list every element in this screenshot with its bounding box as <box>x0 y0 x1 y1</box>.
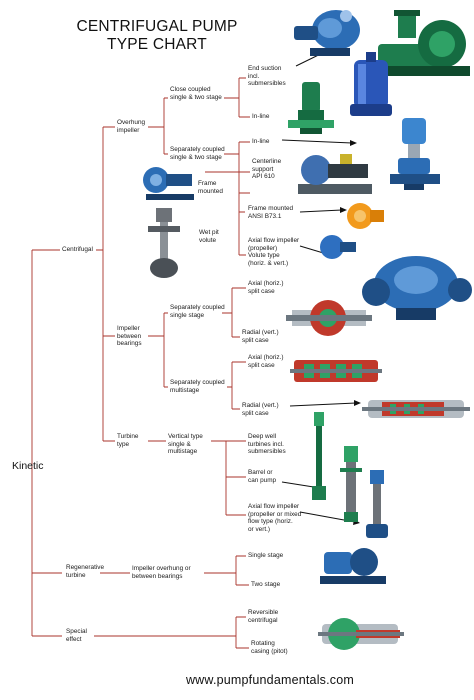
axial-split-case-label-1: Axial (horiz.) split case <box>248 280 284 295</box>
frame-mounted-ansi-label: Frame mounted ANSI B73.1 <box>248 205 294 220</box>
rotating-casing-label: Rotating casing (pitot) <box>251 640 288 655</box>
category-regenerative: Regenerative turbine <box>66 564 105 579</box>
axial-flow-turbine-label: Axial flow impeller (propeller or mixed … <box>248 503 302 533</box>
barrel-pump-label: Barrel or can pump <box>248 469 277 484</box>
category-centrifugal: Centrifugal <box>62 246 93 253</box>
overhung-frame-pump-image <box>143 167 194 200</box>
inline-label-2: In-line <box>252 138 270 145</box>
frame-mounted-label: Frame mounted <box>198 180 223 195</box>
rotating-casing-pump-image <box>318 618 404 650</box>
axial-split-case-pump-image <box>362 256 472 320</box>
category-special: Special effect <box>66 628 87 643</box>
between-bearings-cutaway-image <box>286 300 372 336</box>
group-turbine: Turbine type <box>117 433 139 448</box>
centerline-support-label: Centerline support API 610 <box>252 158 282 181</box>
impeller-overhung-between-label: Impeller overhung or between bearings <box>132 565 191 580</box>
close-coupled-label: Close coupled single & two stage <box>170 86 222 101</box>
deep-well-turbine-image <box>312 412 326 500</box>
inline-close-coupled-pump-image <box>288 82 334 134</box>
sep-coupled-single-label: Separately coupled single stage <box>170 304 225 319</box>
end-suction-pump-image <box>294 10 360 56</box>
two-stage-label: Two stage <box>251 581 281 588</box>
single-stage-label: Single stage <box>248 552 284 559</box>
ansi-frame-pump-image <box>347 203 384 229</box>
chart-title-line-2: TYPE CHART <box>107 36 207 53</box>
root-kinetic: Kinetic <box>12 460 44 472</box>
sep-coupled-multi-label: Separately coupled multistage <box>170 379 225 394</box>
wet-pit-vertical-pump-image <box>148 208 180 278</box>
radial-split-case-label-1: Radial (vert.) split case <box>242 329 279 344</box>
footer-url: www.pumpfundamentals.com <box>185 673 355 687</box>
deep-well-label: Deep well turbines incl. submersibles <box>248 433 286 456</box>
end-suction-label: End suction incl. submersibles <box>248 65 286 88</box>
axial-flow-turbine-image <box>366 470 388 538</box>
vertical-type-label: Vertical type single & multistage <box>168 433 203 456</box>
reversible-centrifugal-label: Reversible centrifugal <box>248 609 279 624</box>
axial-flow-volute-label: Axial flow impeller (propeller) Volute t… <box>248 237 300 267</box>
radial-split-case-label-2: Radial (vert.) split case <box>242 402 279 417</box>
barrel-can-pump-image <box>340 446 362 522</box>
inline-label-1: In-line <box>252 113 270 120</box>
group-overhung: Overhung impeller <box>117 119 146 134</box>
separately-coupled-label: Separately coupled single & two stage <box>170 146 225 161</box>
chart-title-line-1: CENTRIFUGAL PUMP <box>76 18 238 35</box>
green-end-suction-pump-image <box>374 10 470 76</box>
wet-pit-volute-label: Wet pit volute <box>199 229 219 244</box>
regenerative-turbine-pump-image <box>320 548 386 584</box>
submersible-pump-image <box>350 52 392 116</box>
radial-split-multistage-cutaway-image <box>362 400 470 418</box>
axial-split-case-label-2: Axial (horiz.) split case <box>248 354 284 369</box>
centerline-api-pump-image <box>298 154 372 194</box>
inline-separately-coupled-pump-image <box>390 118 440 190</box>
multistage-cutaway-image <box>290 360 382 382</box>
axial-flow-volute-pump-image <box>320 235 356 259</box>
group-between-bearings: Impeller between bearings <box>117 325 142 348</box>
